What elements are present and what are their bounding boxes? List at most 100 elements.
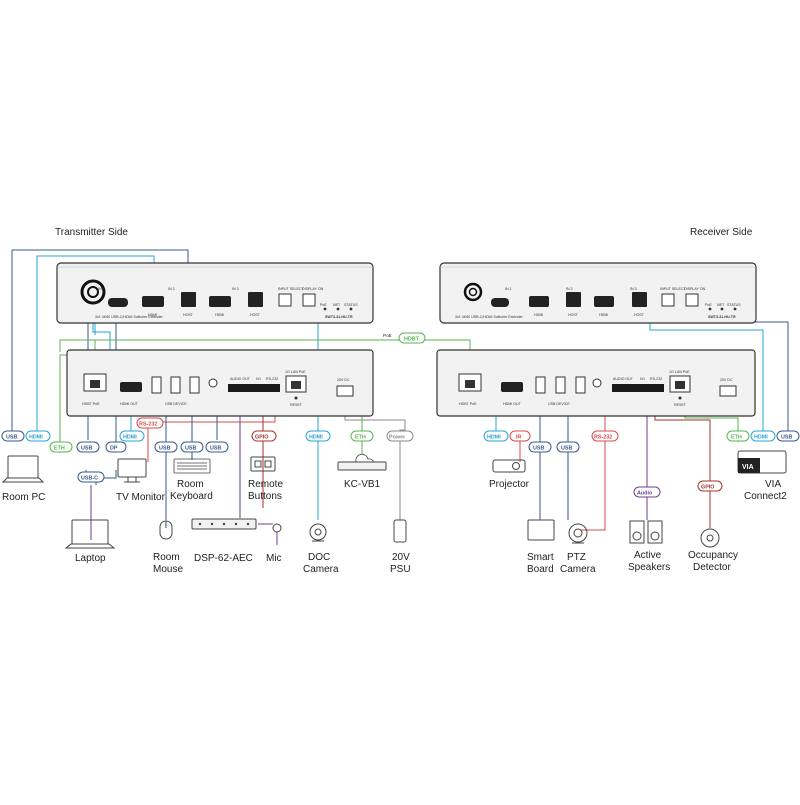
- receiver-side-title: Receiver Side: [690, 227, 753, 238]
- tag-via-hdmi: HDMI: [750, 430, 776, 442]
- svg-text:HDBT: HDBT: [404, 337, 420, 343]
- tx-status-led-label: STATUS: [344, 303, 358, 307]
- link-poe-label: PoE: [383, 333, 392, 338]
- rx-in2-label: IN 2: [566, 287, 573, 291]
- tx-in1-label: IN 1: [98, 287, 105, 291]
- rx-usbc-port[interactable]: [491, 298, 509, 307]
- svg-text:USB: USB: [81, 446, 92, 452]
- psu-icon: [393, 519, 407, 543]
- tx-in3-hdmi-port[interactable]: [209, 296, 231, 307]
- rx-usb-port-1[interactable]: [535, 376, 546, 394]
- tx-usbc-port[interactable]: [108, 298, 128, 307]
- rx-in1-label: IN 1: [505, 287, 512, 291]
- mouse-icon: [159, 520, 173, 540]
- tag-laptop-dp: DP: [105, 441, 127, 453]
- svg-text:Power: Power: [389, 435, 406, 441]
- rx-poe-led-label: PoE: [705, 303, 712, 307]
- svg-text:RS-232: RS-232: [139, 422, 157, 428]
- tx-terminal-block[interactable]: [228, 384, 280, 392]
- kramer-logo: [80, 279, 106, 305]
- psu-label-2: PSU: [390, 564, 411, 575]
- rx-front-desc: 3x1 4K60 USB-C/HDMI Switcher Extender: [455, 315, 524, 319]
- laptop-label: Laptop: [75, 553, 106, 564]
- rx-in2-hdmi-port[interactable]: [529, 296, 549, 307]
- dsp-icon: [191, 518, 257, 530]
- via-label-1: VIA: [765, 479, 781, 490]
- tx-in3-host-port[interactable]: [248, 292, 263, 307]
- tx-in3-host-text: HOST: [250, 313, 261, 317]
- rx-terminal-block[interactable]: [612, 384, 664, 392]
- dsp-label: DSP-62-AEC: [194, 553, 253, 564]
- remote-buttons-icon: [250, 456, 276, 472]
- rx-input-select-button[interactable]: [661, 293, 675, 307]
- tx-usb-port-1[interactable]: [151, 376, 162, 394]
- svg-text:USB: USB: [210, 446, 221, 452]
- svg-text:USB: USB: [185, 446, 196, 452]
- rx-display-on-button[interactable]: [685, 293, 699, 307]
- rx-in3-hdmi-port[interactable]: [594, 296, 614, 307]
- tag-dsp-usb: USB: [205, 441, 229, 453]
- tx-input-select-label: INPUT SELECT: [278, 287, 304, 291]
- psu-label-1: 20V: [392, 552, 410, 563]
- rx-audio-out-label: AUDIO OUT: [613, 377, 634, 381]
- tx-in3-hdmi-text: HDMI: [215, 313, 224, 317]
- svg-text:HDMI: HDMI: [309, 435, 323, 441]
- tag-keyboard-usb: USB: [180, 441, 204, 453]
- tag-doc-hdmi: HDMI: [305, 430, 331, 442]
- tx-dc-port[interactable]: [336, 385, 354, 397]
- svg-text:GPIO: GPIO: [255, 435, 268, 441]
- smart-board-icon: [527, 519, 555, 541]
- rx-model: SWT3-31-HU-TR: [708, 315, 736, 319]
- tx-hdmi-out-port[interactable]: [120, 382, 142, 392]
- tx-usb-port-3[interactable]: [189, 376, 200, 394]
- svg-text:IR: IR: [516, 435, 521, 441]
- via-badge-text: VIA: [742, 464, 754, 471]
- tx-lan-label: 1G LAN PoE: [285, 370, 306, 374]
- tx-net-led-label: NET: [333, 303, 341, 307]
- rx-usb-port-3[interactable]: [575, 376, 586, 394]
- svg-text:USB: USB: [6, 435, 17, 441]
- rx-rear-panel: HDBT PoE HDMI OUT USB DEVICE AUDIO OUT I…: [436, 349, 756, 417]
- tx-display-on-button[interactable]: [302, 293, 316, 307]
- svg-text:HDMI: HDMI: [123, 435, 137, 441]
- tv-monitor-label: TV Monitor: [116, 492, 166, 503]
- active-speakers-label-2: Speakers: [628, 562, 670, 573]
- rx-dc-label: 20V DC: [720, 378, 733, 382]
- rx-usb-port-2[interactable]: [555, 376, 566, 394]
- rx-ir-port[interactable]: [592, 378, 602, 388]
- doc-camera-label-2: Camera: [303, 564, 339, 575]
- tag-roompc-hdmi: HDMI: [25, 430, 51, 442]
- tx-in2-host-port[interactable]: [181, 292, 196, 307]
- tx-audio-out-label: AUDIO OUT: [230, 377, 251, 381]
- rx-front-panel: IN 1 IN 2 HDMI HOST IN 3 HDMI HOST INPUT…: [439, 262, 757, 324]
- svg-text:USB: USB: [561, 446, 572, 452]
- rx-reset-label: RESET: [674, 403, 687, 407]
- rx-hdmi-out-port[interactable]: [501, 382, 523, 392]
- remote-buttons-label-2: Buttons: [248, 491, 282, 502]
- transmitter-side-title: Transmitter Side: [55, 227, 128, 238]
- svg-text:DP: DP: [110, 446, 118, 452]
- rx-in2-host-port[interactable]: [566, 292, 581, 307]
- svg-text:HDMI: HDMI: [29, 435, 43, 441]
- tv-monitor-icon: [117, 458, 147, 483]
- rx-in3-host-port[interactable]: [632, 292, 647, 307]
- occupancy-label-2: Detector: [693, 562, 731, 573]
- svg-text:HDMI: HDMI: [754, 435, 768, 441]
- svg-text:RS-232: RS-232: [594, 435, 612, 441]
- tx-rear-panel: HDBT PoE HDMI OUT USB DEVICE AUDIO OUT I…: [66, 349, 374, 417]
- tx-input-select-button[interactable]: [278, 293, 292, 307]
- tx-in2-hdmi-port[interactable]: [142, 296, 164, 307]
- tx-reset-label: RESET: [290, 403, 303, 407]
- kc-vb1-label: KC-VB1: [344, 479, 381, 490]
- svg-text:ETH: ETH: [54, 446, 65, 452]
- tag-smartboard-usb: USB: [528, 441, 552, 453]
- rx-io-label: I/O: [640, 377, 645, 381]
- rx-input-select-label: INPUT SELECT: [660, 287, 686, 291]
- tx-usb-port-2[interactable]: [170, 376, 181, 394]
- cable-psu-power: [344, 400, 406, 520]
- rx-lan-label: 1G LAN PoE: [669, 370, 690, 374]
- tx-ir-port[interactable]: [208, 378, 218, 388]
- rx-dc-port[interactable]: [719, 385, 737, 397]
- doc-camera-icon: [309, 523, 327, 542]
- rx-in3-host-text: HOST: [634, 313, 645, 317]
